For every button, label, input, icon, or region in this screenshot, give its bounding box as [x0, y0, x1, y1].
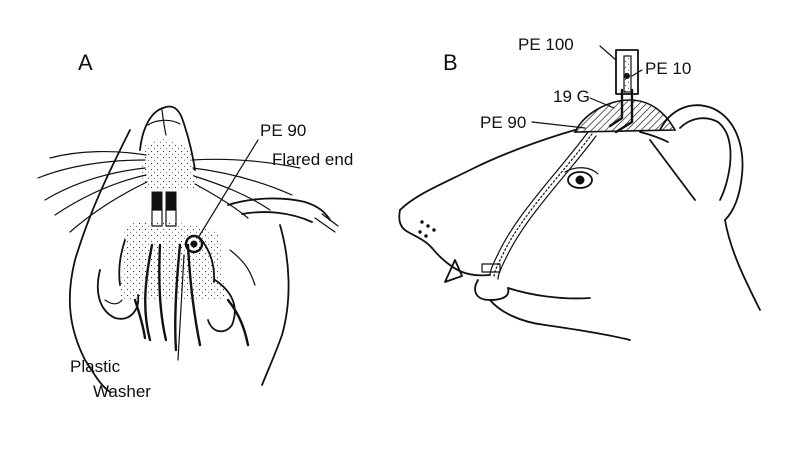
- whiskers-right: [191, 158, 301, 219]
- label-pe90-a: PE 90: [260, 121, 306, 140]
- label-plastic: Plastic: [70, 357, 121, 376]
- panel-a-drawing: [37, 105, 339, 393]
- panel-a-label: A: [78, 50, 93, 75]
- label-pe10: PE 10: [645, 59, 691, 78]
- whisker-pads: [418, 220, 436, 238]
- label-washer: Washer: [93, 382, 151, 401]
- label-pe90-b: PE 90: [480, 113, 526, 132]
- label-flared-end: Flared end: [272, 150, 353, 169]
- whiskers-left: [37, 150, 148, 233]
- panel-b-drawing: [398, 45, 761, 341]
- label-pe100: PE 100: [518, 35, 574, 54]
- label-19g: 19 G: [553, 87, 590, 106]
- panel-b-label: B: [443, 50, 458, 75]
